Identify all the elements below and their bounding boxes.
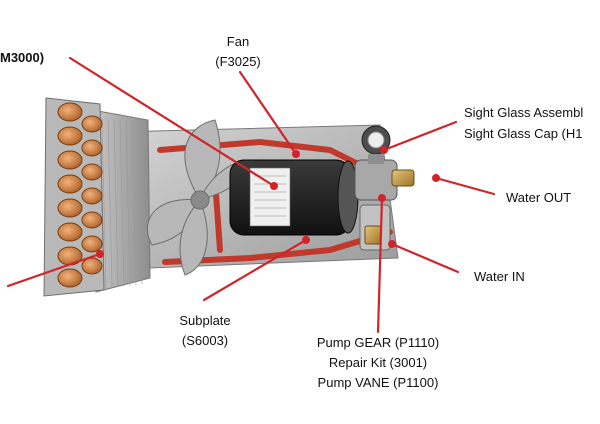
sight-glass-assembly-label: Sight Glass Assembl — [464, 105, 584, 120]
subplate-label: Subplate — [179, 313, 231, 328]
fan-label: Fan — [226, 34, 250, 49]
subplate-code: (S6003) — [181, 333, 229, 348]
pump-gear-label: Pump GEAR (P1110) — [316, 335, 440, 350]
fan-code: (F3025) — [215, 54, 261, 69]
motor-label: M3000) — [0, 50, 45, 65]
leader-dots — [96, 146, 440, 258]
fan-shape — [146, 119, 247, 276]
pump-vane-label: Pump VANE (P1100) — [317, 375, 439, 390]
motor-shape — [229, 159, 359, 236]
pump-shape — [354, 159, 415, 251]
water-in-label: Water IN — [474, 269, 525, 284]
leader-lines — [6, 56, 496, 334]
repair-kit-label: Repair Kit (3001) — [328, 355, 428, 370]
copper-tubes — [57, 102, 103, 288]
water-out-label: Water OUT — [506, 190, 572, 205]
sight-glass-cap-label: Sight Glass Cap (H1 — [464, 126, 583, 141]
